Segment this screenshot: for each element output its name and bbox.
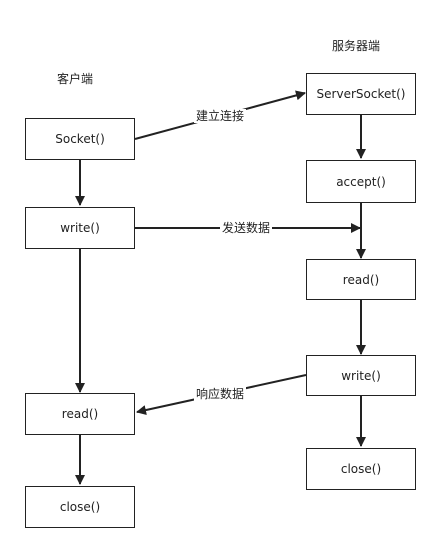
client-socket-node: Socket() [25,118,135,160]
client-close-node: close() [25,486,135,528]
edge-label-connect: 建立连接 [194,109,247,123]
server-read-node: read() [306,259,416,300]
client-column-title: 客户端 [57,72,94,86]
client-read-node: read() [25,393,135,435]
server-column-title: 服务器端 [332,39,381,53]
server-write-node: write() [306,355,416,396]
edge-label-respond: 响应数据 [194,387,247,401]
client-write-node: write() [25,207,135,249]
server-accept-node: accept() [306,160,416,203]
edge-label-send: 发送数据 [220,221,273,235]
server-serversocket-node: ServerSocket() [306,73,416,115]
server-close-node: close() [306,448,416,490]
